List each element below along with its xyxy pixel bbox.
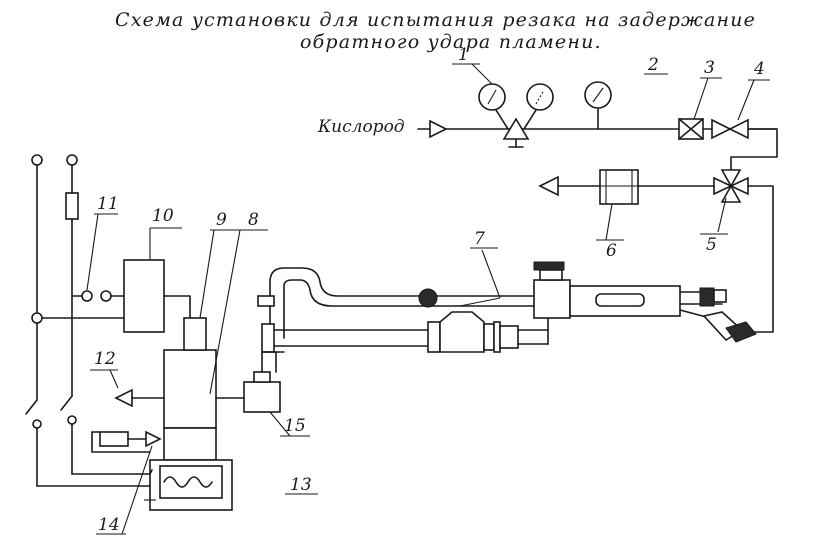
diagram-title-line1: Схема установки для испытания резака на …	[115, 9, 756, 31]
pressure-gauge	[584, 81, 612, 130]
callout-14: 14	[98, 515, 120, 535]
shutoff-valve	[711, 118, 749, 140]
callout-11: 11	[97, 194, 119, 214]
safety-valve	[215, 351, 285, 413]
heater-unit	[144, 459, 233, 511]
diagram-title-line2: обратного удара пламени.	[300, 31, 602, 53]
test-chamber	[163, 317, 217, 461]
callout-3: 3	[704, 58, 715, 78]
electric-circuit	[25, 154, 151, 487]
callout-8: 8	[248, 210, 259, 230]
callout-9: 9	[216, 210, 227, 230]
callout-12: 12	[94, 349, 116, 369]
callout-6: 6	[606, 241, 617, 261]
chamber-outlet-arrow	[114, 388, 133, 408]
callout-15: 15	[284, 416, 306, 436]
oxygen-label: Кислород	[317, 117, 405, 137]
callout-4: 4	[753, 59, 765, 79]
callout-13: 13	[290, 475, 312, 495]
filter-element	[678, 118, 704, 140]
callout-10: 10	[152, 206, 174, 226]
three-way-valve	[713, 169, 749, 203]
oxygen-inlet-arrow	[429, 119, 448, 139]
control-unit	[123, 259, 165, 333]
igniter	[91, 430, 162, 453]
callout-1: 1	[458, 45, 469, 65]
exhaust-arrow	[538, 175, 559, 197]
callout-2: 2	[647, 55, 659, 75]
cutting-torch	[257, 261, 757, 353]
receiver-vessel	[599, 169, 639, 205]
callout-7: 7	[474, 229, 485, 249]
pressure-regulator	[478, 83, 554, 148]
callout-5: 5	[706, 235, 717, 255]
